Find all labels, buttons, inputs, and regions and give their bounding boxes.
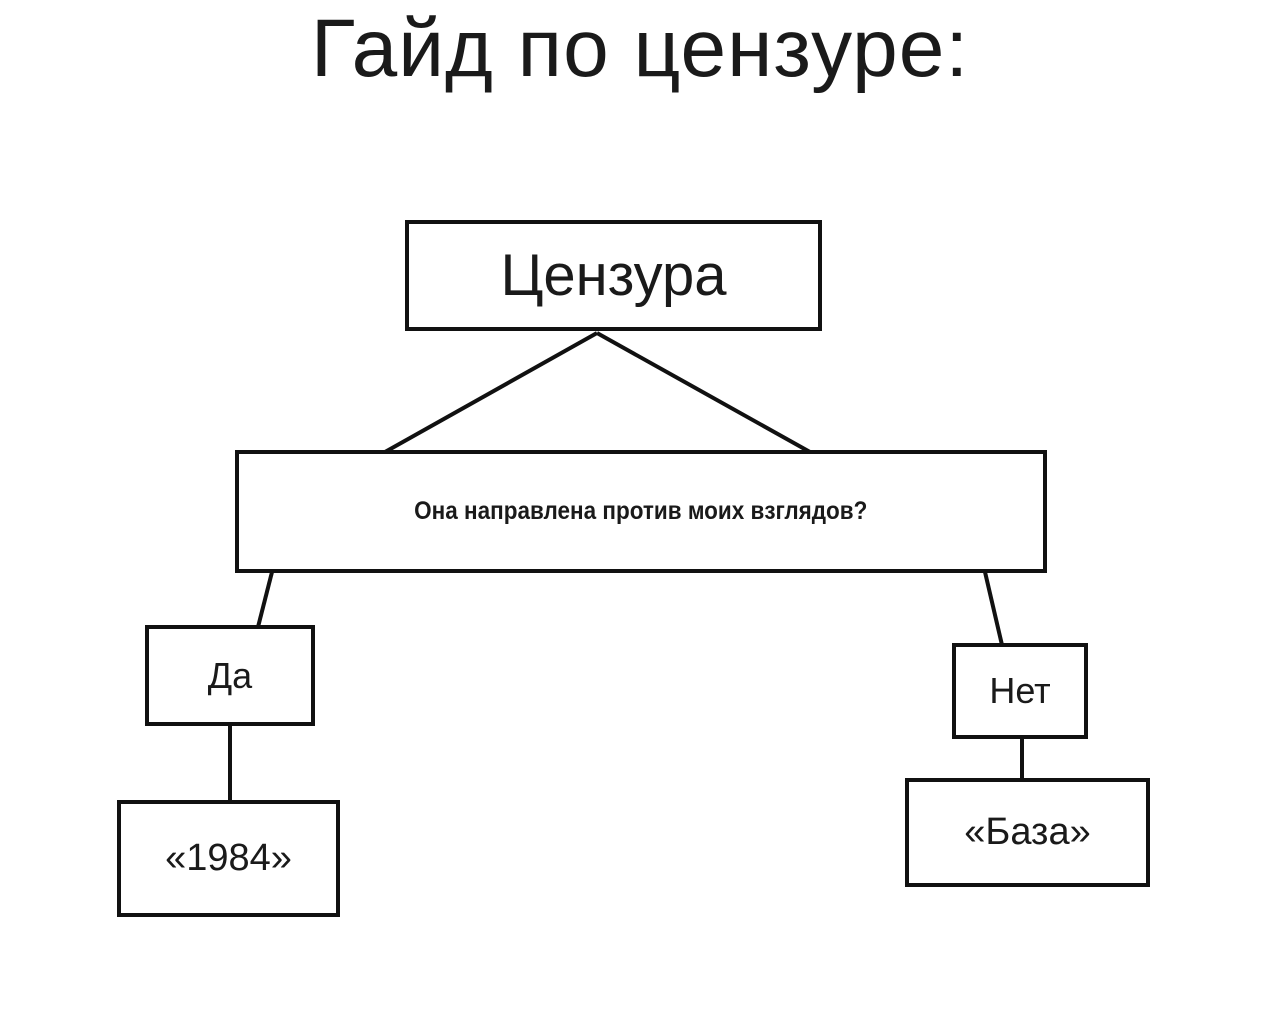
diagram-title: Гайд по цензуре: — [310, 3, 970, 94]
node-no-result-label: «База» — [964, 811, 1091, 853]
connector-root-right — [596, 331, 811, 454]
node-question: Она направлена против моих взглядов? — [235, 450, 1047, 573]
node-censorship: Цензура — [405, 220, 822, 331]
node-yes-label: Да — [207, 654, 253, 696]
connector-question-yes — [256, 571, 274, 628]
node-no-result: «База» — [905, 778, 1150, 887]
node-yes: Да — [145, 625, 315, 726]
connector-question-no — [983, 571, 1004, 646]
node-yes-result-label: «1984» — [165, 837, 292, 879]
node-censorship-label: Цензура — [500, 243, 727, 308]
node-no: Нет — [952, 643, 1088, 739]
node-yes-result: «1984» — [117, 800, 340, 917]
node-no-label: Нет — [989, 670, 1051, 711]
node-question-label: Она направлена против моих взглядов? — [414, 497, 868, 525]
connector-root-left — [384, 331, 598, 454]
